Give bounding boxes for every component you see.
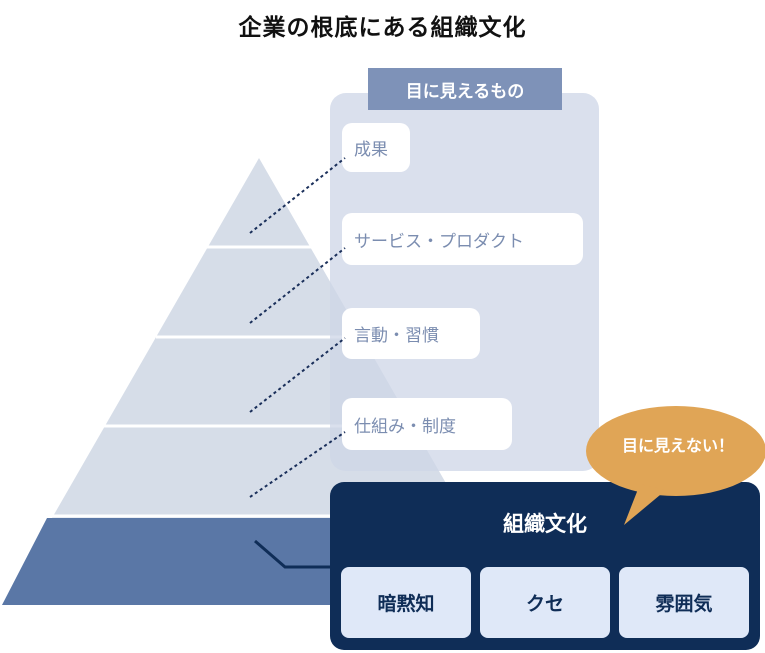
- visible-item-services: サービス・プロダクト: [342, 213, 583, 265]
- visible-item-behavior: 言動・習慣: [342, 308, 480, 359]
- connector-culture: [254, 539, 335, 569]
- culture-item-tacit-knowledge: 暗黙知: [341, 567, 471, 638]
- culture-title: 組織文化: [503, 512, 587, 536]
- connector-services: [249, 247, 346, 324]
- speech-bubble-body: [586, 406, 765, 496]
- culture-item-habits: クセ: [480, 567, 610, 638]
- visible-header: 目に見えるもの: [368, 68, 562, 110]
- connector-results: [249, 157, 346, 234]
- connector-behavior: [249, 337, 346, 413]
- speech-bubble-tail: [624, 484, 666, 525]
- visible-item-results: 成果: [342, 123, 410, 172]
- visible-item-systems: 仕組み・制度: [342, 398, 512, 450]
- diagram-title: 企業の根底にある組織文化: [238, 15, 527, 41]
- culture-item-atmosphere: 雰囲気: [619, 567, 749, 638]
- speech-bubble-text: 目に見えない！: [621, 436, 734, 455]
- connector-systems: [249, 431, 346, 498]
